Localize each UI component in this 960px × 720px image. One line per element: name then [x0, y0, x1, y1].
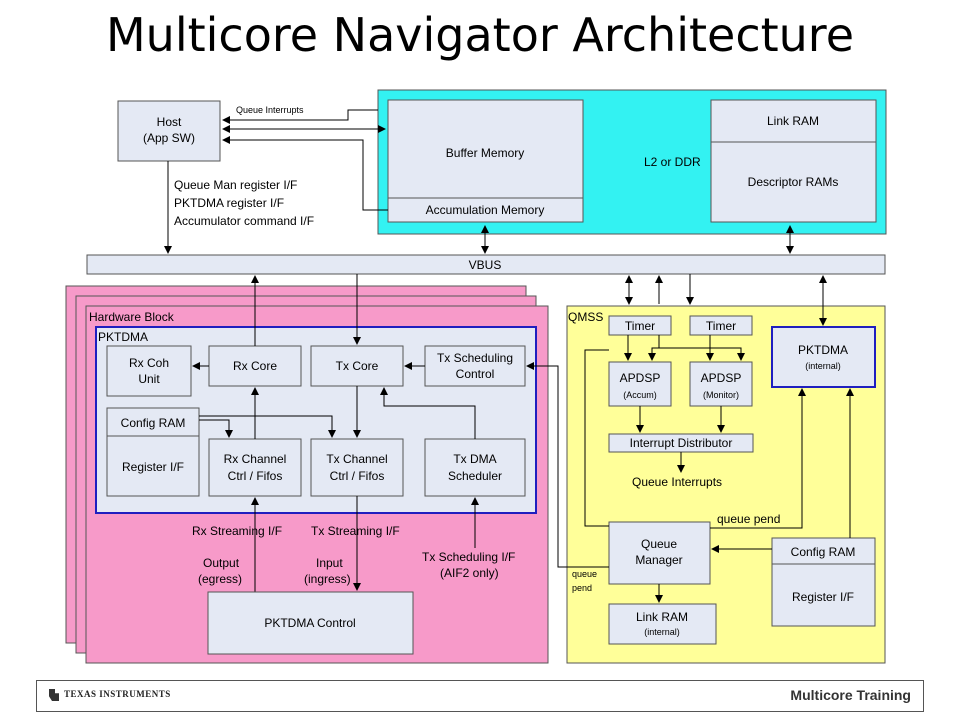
rx-coh-unit-box: [106, 345, 192, 397]
host-sublabel: (App SW): [143, 131, 195, 145]
rx-channel-box: [208, 438, 302, 497]
pktdma-control-label: PKTDMA Control: [264, 616, 355, 630]
queue-manager-line2: Manager: [635, 553, 682, 567]
multicore-training-label: Multicore Training: [790, 687, 911, 703]
rx-coh-line1: Rx Coh: [129, 356, 169, 370]
hw-config-ram-label: Config RAM: [121, 416, 186, 430]
timer1-box: [608, 315, 672, 336]
input-label: Input: [316, 556, 343, 570]
tx-scheduling-line1: Tx Scheduling: [437, 351, 513, 365]
output-sublabel: (egress): [198, 572, 242, 586]
timer2-label: Timer: [706, 319, 736, 333]
tx-channel-box: [310, 438, 404, 497]
apdsp-monitor-box: [689, 361, 753, 407]
tx-channel-line2: Ctrl / Fifos: [330, 469, 385, 483]
ti-logo-icon: [49, 689, 59, 701]
input-sublabel: (ingress): [304, 572, 351, 586]
queue-interrupts-qmss-label: Queue Interrupts: [632, 475, 722, 489]
page-title: Multicore Navigator Architecture: [105, 8, 855, 62]
tx-channel-line1: Tx Channel: [326, 452, 387, 466]
vbus-label: VBUS: [469, 258, 502, 272]
apdsp-accum-box: [608, 361, 672, 407]
rx-streaming-label: Rx Streaming I/F: [192, 524, 282, 538]
apdsp-monitor-label: APDSP: [701, 371, 742, 385]
link-ram-label: Link RAM: [767, 114, 819, 128]
hardware-block-title: Hardware Block: [89, 310, 175, 324]
hw-register-if-label: Register I/F: [122, 460, 184, 474]
footer-bar: Texas Instruments Multicore Training: [36, 680, 924, 712]
interrupt-distributor-label: Interrupt Distributor: [630, 436, 733, 450]
tx-core-box: [310, 345, 404, 387]
rx-channel-line2: Ctrl / Fifos: [228, 469, 283, 483]
descriptor-rams-label: Descriptor RAMs: [748, 175, 839, 189]
link-ram-internal-sublabel: (internal): [644, 627, 680, 637]
buffer-memory-label: Buffer Memory: [446, 146, 524, 160]
tx-core-label: Tx Core: [336, 359, 379, 373]
tx-streaming-label: Tx Streaming I/F: [311, 524, 400, 538]
apdsp-accum-sublabel: (Accum): [623, 390, 657, 400]
timer2-box: [689, 315, 753, 336]
tx-dma-line2: Scheduler: [448, 469, 502, 483]
queue-manager-line1: Queue: [641, 537, 677, 551]
queue-pend-left-line2: pend: [572, 583, 592, 593]
qmss-title: QMSS: [568, 310, 603, 324]
link-ram-internal-label: Link RAM: [636, 610, 688, 624]
rx-core-label: Rx Core: [233, 359, 277, 373]
pktdma-internal-box: [771, 326, 876, 388]
queue-interrupts-top-label: Queue Interrupts: [236, 105, 304, 115]
qmss-config-register-box: [771, 537, 876, 627]
tx-dma-line1: Tx DMA: [453, 452, 496, 466]
apdsp-monitor-sublabel: (Monitor): [703, 390, 739, 400]
tx-dma-scheduler-box: [424, 438, 526, 497]
link-ram-internal-box: [608, 603, 717, 645]
host-if-accumulator: Accumulator command I/F: [174, 214, 314, 228]
pktdma-internal-label: PKTDMA: [798, 343, 848, 357]
config-ram-register-box: [106, 407, 200, 497]
pktdma-title: PKTDMA: [98, 330, 148, 344]
timer1-label: Timer: [625, 319, 655, 333]
tx-scheduling-control-box: [424, 345, 526, 387]
buffer-memory-box: [387, 99, 584, 223]
queue-pend-right-label: queue pend: [717, 512, 780, 526]
host-box: [117, 100, 221, 162]
vbus-bar: [86, 254, 886, 275]
host-if-pktdma: PKTDMA register I/F: [174, 196, 284, 210]
pktdma-control-box: [207, 591, 414, 655]
tx-scheduling-if-sublabel: (AIF2 only): [440, 566, 499, 580]
qmss-register-if-label: Register I/F: [792, 590, 854, 604]
qmss-config-ram-label: Config RAM: [791, 545, 856, 559]
l2-ddr-title: L2 or DDR: [644, 155, 701, 169]
tx-scheduling-line2: Control: [456, 367, 495, 381]
architecture-diagram: L2 or DDR Buffer Memory Accumulation Mem…: [65, 89, 887, 664]
link-ram-descriptor-box: [710, 99, 877, 223]
rx-coh-line2: Unit: [138, 372, 160, 386]
rx-channel-line1: Rx Channel: [224, 452, 287, 466]
accumulation-memory-label: Accumulation Memory: [426, 203, 545, 217]
apdsp-accum-label: APDSP: [620, 371, 661, 385]
host-label: Host: [157, 115, 182, 129]
tx-scheduling-if-label: Tx Scheduling I/F: [422, 550, 515, 564]
host-if-queue-man: Queue Man register I/F: [174, 178, 297, 192]
texas-instruments-logo: Texas Instruments: [49, 689, 171, 701]
queue-pend-left-line1: queue: [572, 569, 597, 579]
output-label: Output: [203, 556, 240, 570]
pktdma-internal-sublabel: (internal): [805, 361, 841, 371]
